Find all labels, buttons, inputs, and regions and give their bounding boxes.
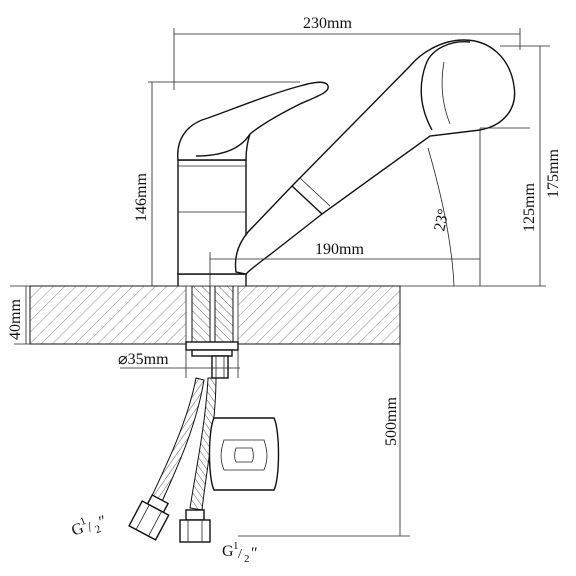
dim-hose-length: 500mm xyxy=(383,397,400,446)
dim-body-height: 146mm xyxy=(133,173,150,222)
hose-fittings xyxy=(128,494,211,543)
faucet-body xyxy=(177,159,247,286)
svg-text:1: 1 xyxy=(78,515,88,528)
dim-spout-angle: 23° xyxy=(431,207,452,232)
lever-handle xyxy=(177,81,329,161)
flexible-hoses xyxy=(149,377,217,511)
thread-label-right: G 1 / 2 ″ xyxy=(222,540,258,565)
mounting-shank xyxy=(185,285,239,379)
thread-label-left: G 1 / 2 ″ xyxy=(69,512,109,539)
svg-text:/: / xyxy=(85,520,94,535)
svg-text:G: G xyxy=(222,543,234,560)
hose-clip xyxy=(208,417,280,491)
svg-text:″: ″ xyxy=(251,545,258,562)
pull-out-spout xyxy=(234,39,516,275)
dim-spout-height: 125mm xyxy=(521,183,538,232)
dim-countertop-thickness: 40mm xyxy=(7,299,24,340)
dim-total-height: 175mm xyxy=(545,149,562,198)
svg-text:2: 2 xyxy=(244,553,250,565)
dimension-lines xyxy=(10,28,550,537)
dim-mount-diameter: ⌀35mm xyxy=(118,351,169,368)
dim-spout-reach: 190mm xyxy=(315,241,364,258)
dim-total-width: 230mm xyxy=(303,15,352,32)
svg-text:/: / xyxy=(238,547,242,562)
svg-text:1: 1 xyxy=(233,540,239,552)
svg-text:2: 2 xyxy=(93,523,103,536)
